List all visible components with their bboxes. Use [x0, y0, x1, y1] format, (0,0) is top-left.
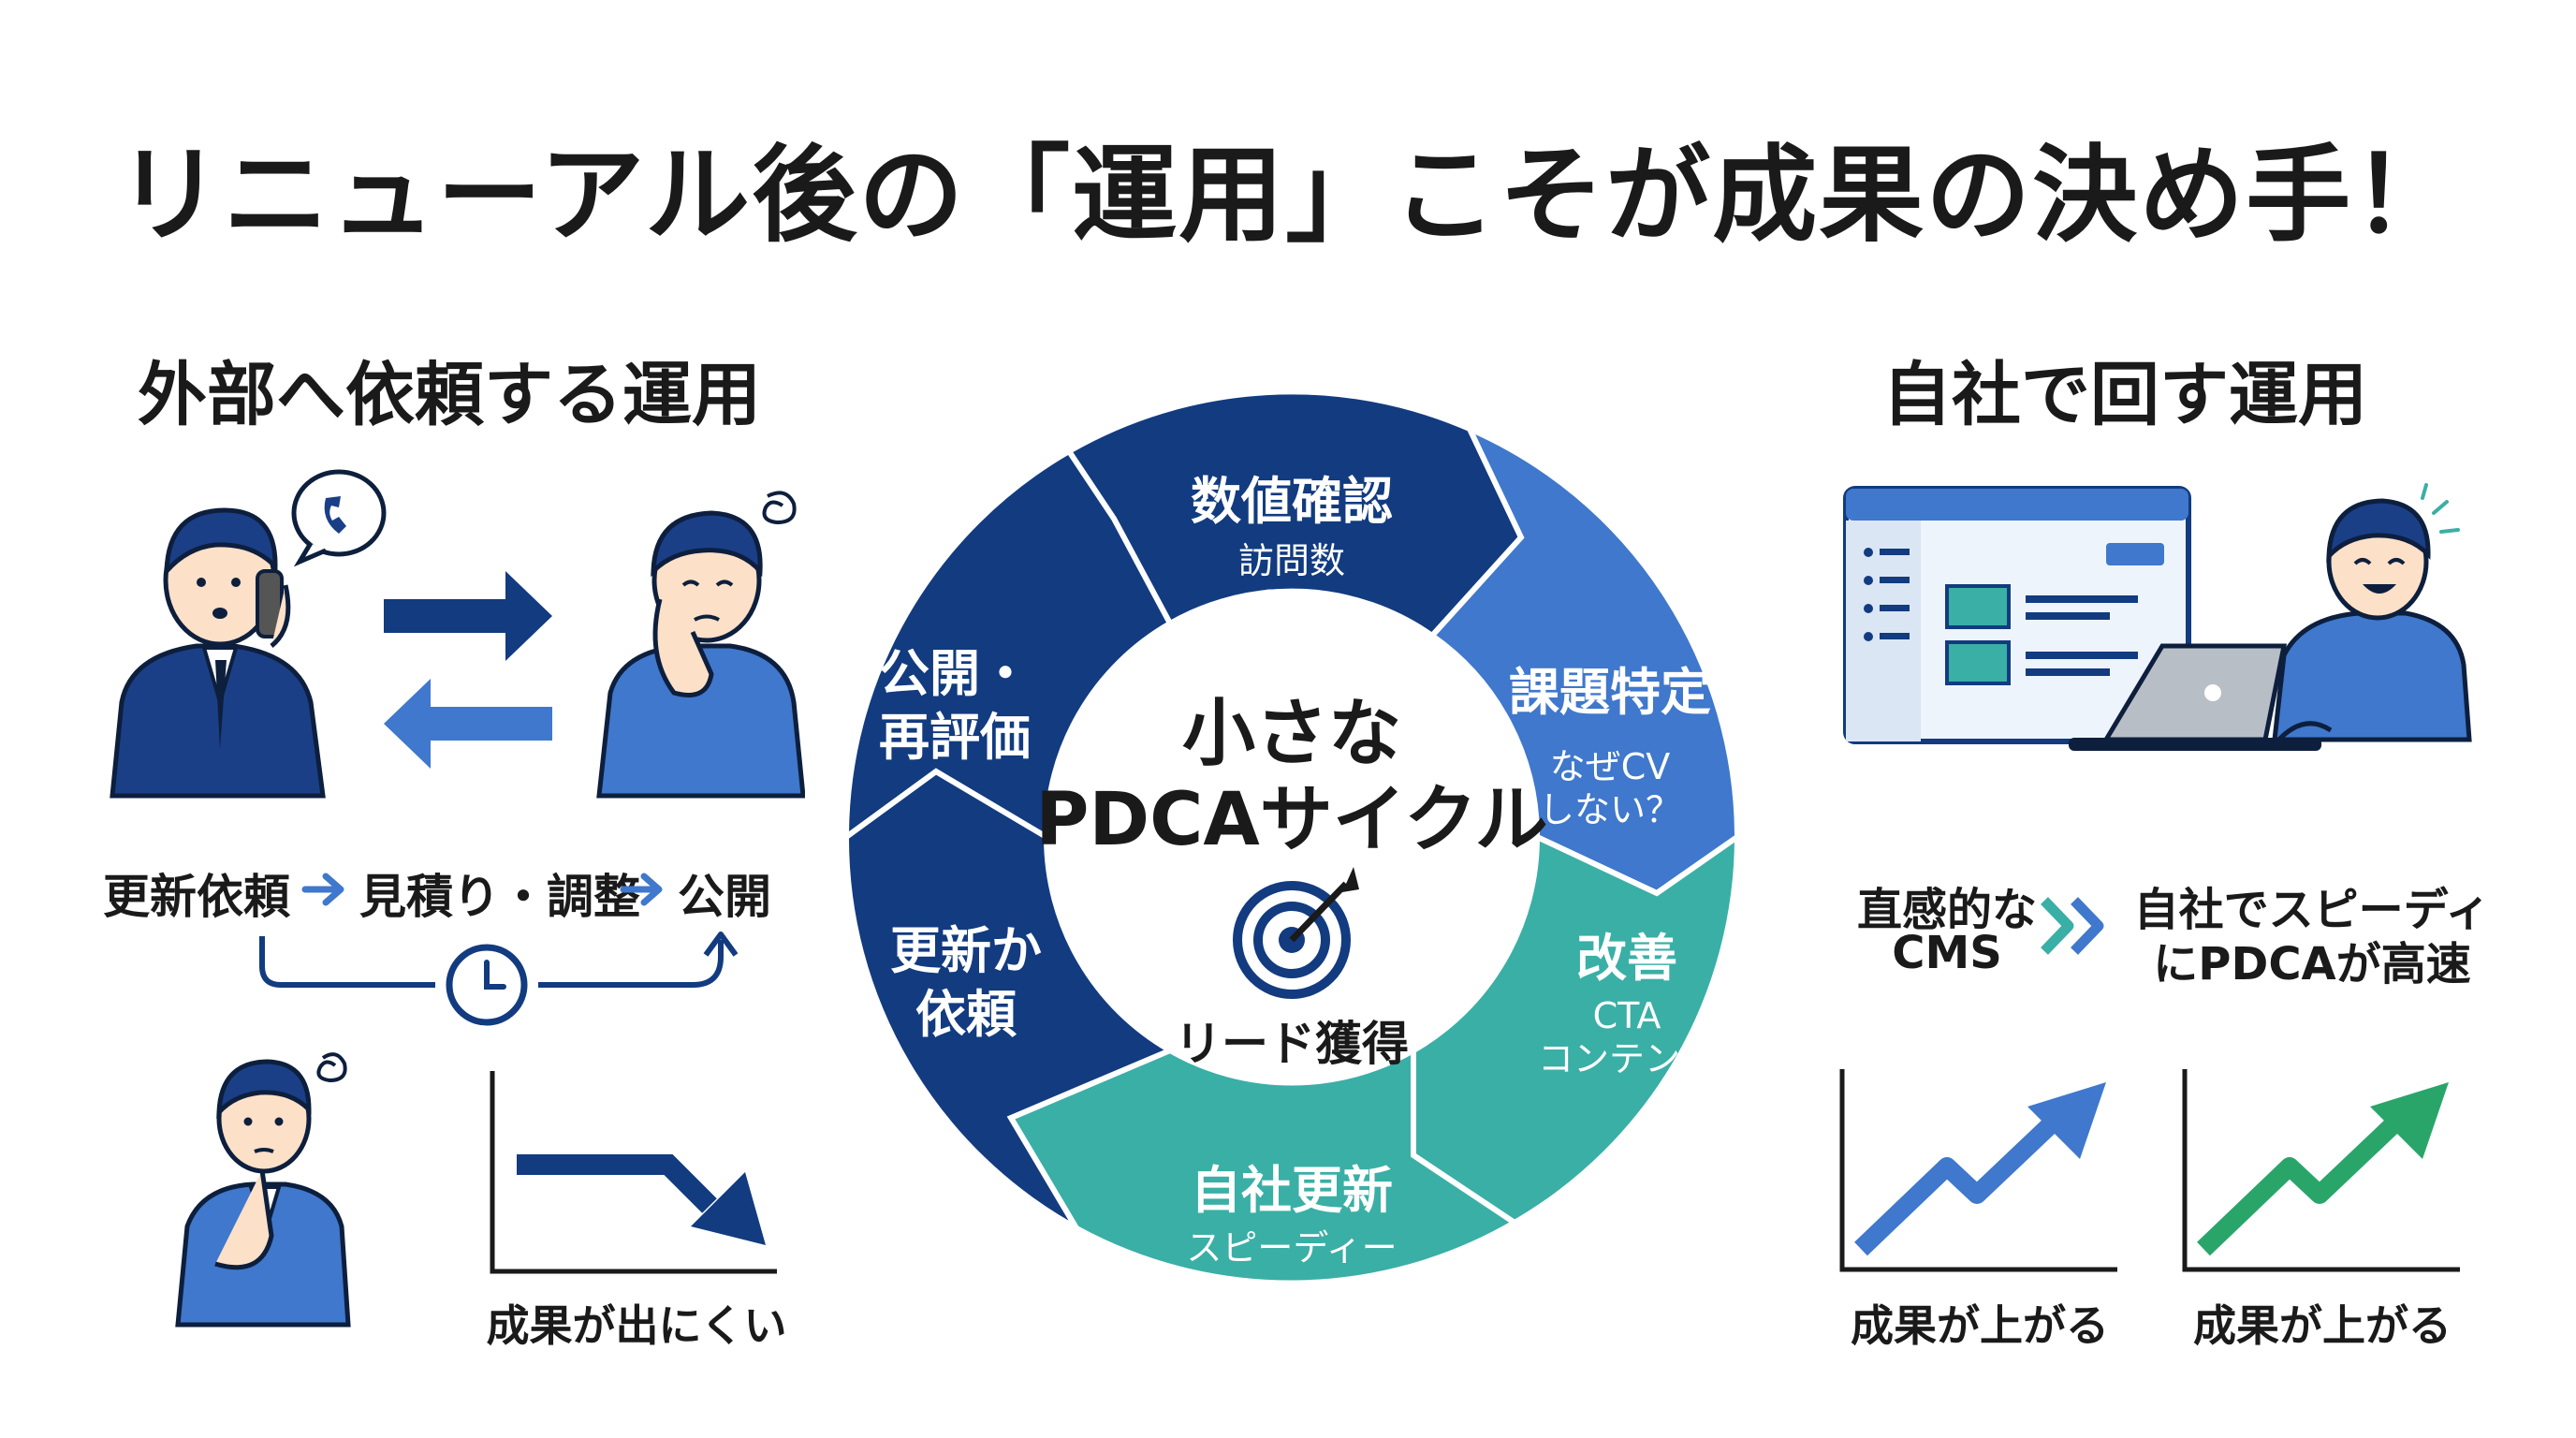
in-house-cms-illustration [1843, 483, 2472, 751]
segment-update-or-request-label1: 更新か [890, 921, 1042, 980]
segment-identify-sub2: しない？ [1539, 789, 1681, 830]
segment-check-sub2: CVR [1255, 583, 1329, 624]
segment-identify-label: 課題特定 [1509, 663, 1711, 722]
segment-publish-review-label1: 公開・ [879, 644, 1031, 703]
right-heading: 自社で回す運用 [1882, 355, 2367, 435]
cycle-segment-improve [1411, 831, 1741, 1226]
flow-arrow-icon [301, 873, 344, 906]
response-arrow [384, 679, 552, 769]
segment-update-or-request-label2: 依頼 [915, 985, 1017, 1044]
segment-improve-label: 改善 [1576, 929, 1677, 988]
cycle-segment-update-or-request [842, 768, 1177, 1236]
down-arrow-icon [691, 1172, 766, 1245]
flow-step-request: 更新依頼 [103, 870, 290, 924]
segment-self-update-sub1: スピーディー [1186, 1227, 1397, 1269]
segment-check-label: 数値確認 [1191, 472, 1393, 531]
target-icon [1233, 867, 1359, 999]
speed-label-line1: 自社でスピーディ [2133, 884, 2491, 936]
left-result-caption: 成果が出にくい [486, 1300, 787, 1351]
right-result-caption-1: 成果が上がる [1851, 1300, 2109, 1351]
cycle-center [1050, 595, 1533, 1078]
confusion-squiggle-icon [762, 491, 797, 525]
segment-check-sub1: 訪問数 [1238, 540, 1345, 581]
up-arrow-icon [2027, 1082, 2106, 1159]
speed-label-line2: にPDCAが高速 [2153, 938, 2471, 990]
request-arrow [384, 571, 552, 661]
cms-window [1843, 486, 2191, 744]
phone-bubble-icon [291, 469, 387, 567]
page-title: リニューアル後の「運用」こそが成果の決め手！ [116, 135, 2460, 257]
segment-identify-sub1: なぜCV [1550, 746, 1671, 787]
up-arrow-icon [2370, 1082, 2449, 1159]
thinking-person-figure [175, 1052, 351, 1328]
center-title-line1: 小さな [1182, 692, 1401, 776]
clock-icon [446, 944, 528, 1026]
pdca-cycle-diagram: 数値確認 訪問数 CVR 課題特定 なぜCV しない？ 改善 CTA コンテンツ… [842, 389, 1741, 1286]
cycle-segment-identify [1427, 423, 1741, 897]
segment-improve-sub1: CTA [1593, 995, 1661, 1036]
sparkle-icon [2421, 483, 2460, 534]
right-result-caption-2: 成果が上がる [2193, 1300, 2452, 1351]
outsourcing-illustration [110, 469, 805, 799]
businessman-phone-figure [110, 507, 326, 799]
rising-results-chart-green [2182, 1069, 2460, 1272]
flow-step-estimate: 見積り・調整 [359, 870, 640, 924]
left-heading: 外部へ依頼する運用 [138, 355, 761, 435]
cms-label-line2: CMS [1892, 927, 2002, 979]
delay-timeline [259, 932, 739, 1026]
rising-results-chart-blue [1839, 1069, 2117, 1272]
happy-person-figure [2272, 498, 2472, 746]
center-goal-label: リード獲得 [1175, 1017, 1409, 1071]
confusion-squiggle-icon [316, 1052, 347, 1083]
cms-label-line1: 直感的な [1856, 884, 2037, 936]
worried-person-figure [596, 510, 805, 799]
segment-publish-review-label2: 再評価 [879, 708, 1031, 767]
segment-self-update-label: 自社更新 [1191, 1161, 1393, 1220]
cycle-segment-publish-review [842, 447, 1175, 843]
center-title-line2: PDCAサイクル [1035, 778, 1548, 862]
declining-results-chart [490, 1071, 777, 1274]
flow-step-publish: 公開 [678, 870, 771, 924]
double-chevron-icon [2041, 897, 2104, 955]
flow-arrow-icon [620, 873, 663, 906]
segment-improve-sub2: コンテンツ [1538, 1038, 1716, 1079]
